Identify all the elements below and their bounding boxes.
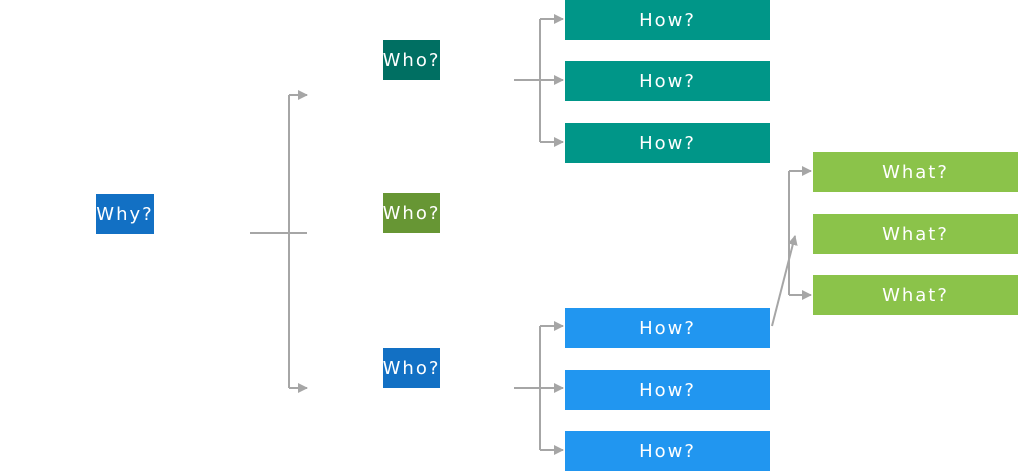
- why-node-header: Why?: [96, 194, 154, 234]
- what-node-3: What?: [813, 275, 1018, 315]
- how-node-bottom-1: How?: [565, 308, 770, 348]
- who-node-top: Who?: [309, 40, 514, 119]
- what-node-2: What?: [813, 214, 1018, 254]
- what-node-1: What?: [813, 152, 1018, 192]
- how-node-top-3: How?: [565, 123, 770, 163]
- how-node-top-2: How?: [565, 61, 770, 101]
- who-node-middle-header: Who?: [382, 193, 441, 233]
- who-node-top-header: Who?: [382, 40, 441, 80]
- who-node-middle: Who?: [309, 193, 514, 272]
- why-node: Why?: [0, 194, 250, 272]
- who-node-bottom-header: Who?: [382, 348, 441, 388]
- who-node-bottom: Who?: [309, 348, 514, 427]
- connector-how-to-what: [771, 235, 798, 327]
- how-node-bottom-3: How?: [565, 431, 770, 471]
- how-node-bottom-2: How?: [565, 370, 770, 410]
- how-node-top-1: How?: [565, 0, 770, 40]
